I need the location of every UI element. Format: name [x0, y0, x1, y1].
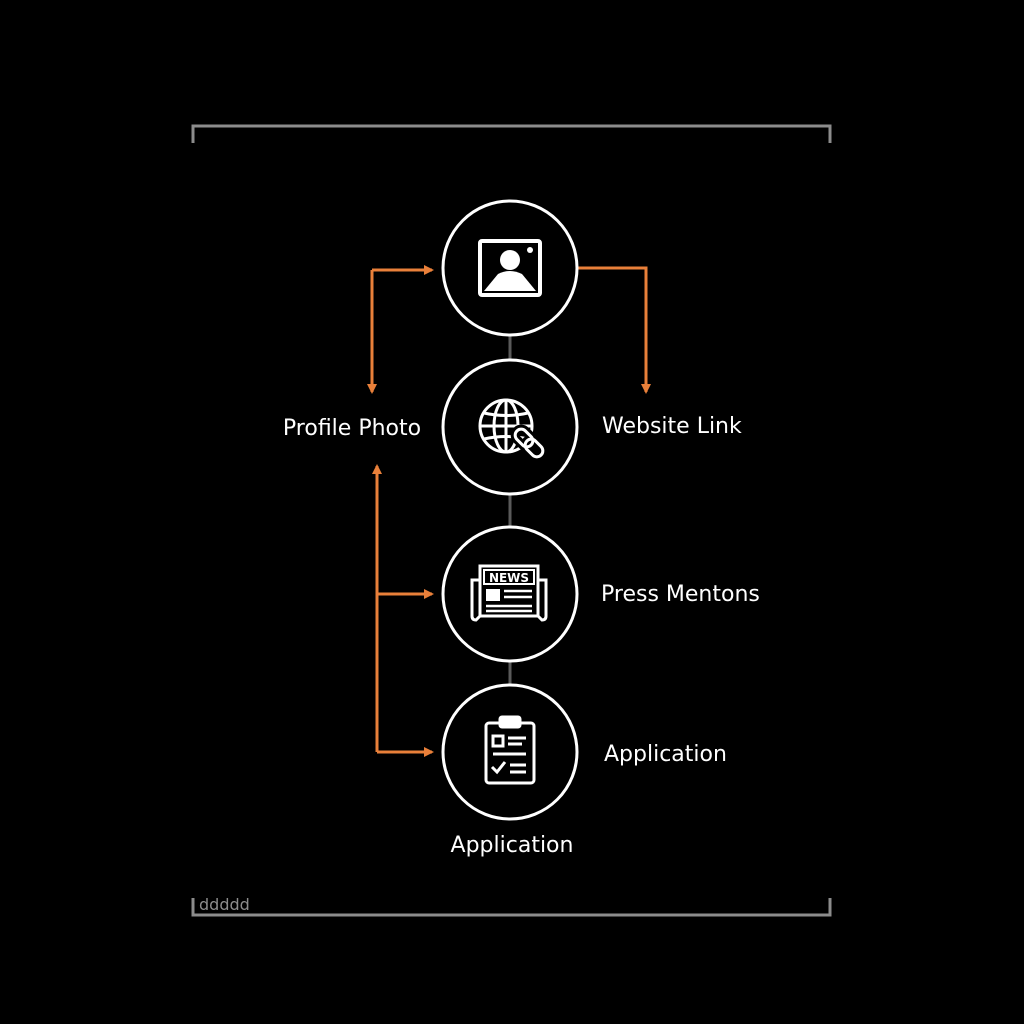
node-profile-photo[interactable]	[441, 199, 579, 337]
node-website-link[interactable]	[441, 358, 579, 496]
flow-arrows	[367, 265, 651, 757]
frame	[191, 124, 832, 917]
clipboard-checklist-icon	[484, 715, 536, 785]
globe-link-icon	[478, 398, 548, 462]
arrow-photo-to-website	[578, 266, 651, 394]
newspaper-icon-text: NEWS	[489, 571, 529, 585]
image-icon	[478, 239, 542, 297]
frame-bottom-bracket	[191, 898, 832, 917]
node-circle	[441, 525, 579, 663]
label-application-right: Application	[604, 742, 727, 767]
node-circle	[441, 683, 579, 821]
newspaper-icon: NEWS	[470, 564, 548, 622]
label-profile-photo: Profile Photo	[283, 416, 421, 441]
frame-corner-label: ddddd	[199, 895, 250, 914]
label-press-mentions: Press Mentons	[601, 582, 760, 607]
node-press-mentions[interactable]: NEWS	[441, 525, 579, 663]
label-application-bottom: Application	[451, 833, 574, 858]
node-application[interactable]	[441, 683, 579, 821]
frame-top-bracket	[191, 124, 832, 143]
label-website-link: Website Link	[602, 414, 742, 439]
